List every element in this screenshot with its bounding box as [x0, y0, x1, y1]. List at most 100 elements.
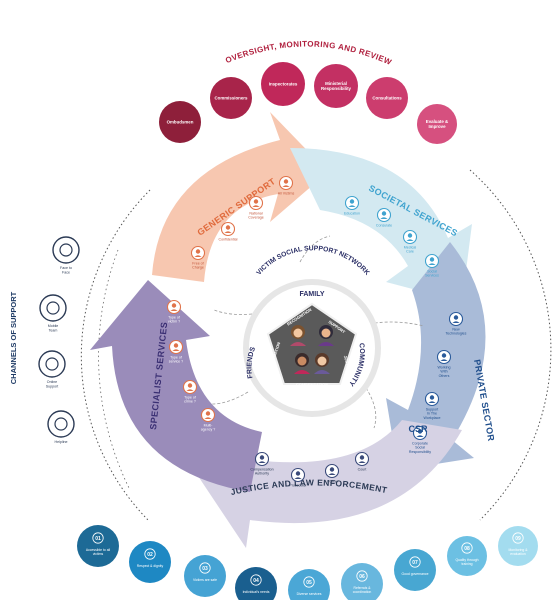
channel-item: Helpline	[47, 410, 75, 444]
center-label: COMPENSATION	[296, 382, 328, 387]
principle-circle	[184, 555, 226, 597]
channel-icon-glyph	[46, 301, 60, 315]
principle-number: 02	[147, 552, 153, 558]
channel-icon-glyph	[45, 357, 59, 371]
channels-title: CHANNELS OF SUPPORT	[9, 291, 18, 384]
principle-label: Good governance	[402, 572, 429, 576]
service-type-icon	[168, 339, 184, 355]
oversight-circle	[261, 62, 305, 106]
sector-item: Consulate	[376, 207, 392, 228]
friends-label: FRIENDS	[246, 346, 257, 379]
medical-icon	[402, 229, 418, 245]
car-icon	[39, 294, 67, 322]
sector-item-label: Confidential	[219, 238, 238, 242]
principle-label: Referrals &coordination	[353, 586, 372, 594]
confidential-icon	[220, 221, 236, 237]
principle-circle	[394, 549, 436, 591]
all-victims-icon	[278, 175, 294, 191]
team-icon	[436, 349, 452, 365]
oversight-body-label: Commissioners	[215, 96, 248, 101]
sector-item-label: Court	[358, 468, 367, 472]
principle-label: Individual's needs	[243, 590, 270, 594]
map-pin-icon	[248, 195, 264, 211]
oversight-body: Ombudsmen	[159, 101, 201, 143]
oversight-body-label: Inspectorates	[269, 82, 298, 87]
principle-circle	[341, 563, 383, 605]
victim-type-icon	[166, 299, 182, 315]
oversight-body: Evaluate &Improve	[417, 104, 457, 144]
principle-number: 09	[515, 536, 521, 542]
sector-item: Police	[324, 463, 340, 484]
crime-type-icon	[182, 379, 198, 395]
oversight-body-label: Ombudsmen	[167, 120, 194, 125]
face-to-face-icon	[52, 236, 80, 264]
principle-number-ring	[303, 576, 315, 588]
gavel-icon	[354, 451, 370, 467]
channel-icon-glyph	[54, 417, 68, 431]
oversight-circle	[159, 101, 201, 143]
center-pentagon	[266, 302, 358, 385]
sector-item-label: All Victims	[278, 192, 295, 196]
principle-number-ring	[250, 574, 262, 586]
principle-number-ring	[356, 570, 368, 582]
sector-item-label: Prosecutor	[289, 484, 307, 488]
sector-item-label: Education	[344, 212, 360, 216]
sector-item: All Victims	[278, 175, 295, 196]
principle-label: Victims are safe	[193, 578, 217, 582]
education-icon	[344, 195, 360, 211]
tablet-icon	[448, 311, 464, 327]
oversight-bodies: Ombudsmen Commissioners Inspectorates Minis…	[159, 62, 457, 144]
private-sector-title: PRIVATE SECTOR	[472, 359, 496, 443]
online-icon	[38, 350, 66, 378]
network-title: VICTIM SOCIAL SUPPORT NETWORK	[255, 245, 370, 277]
principle-number: 08	[464, 546, 470, 552]
sector-item-label: Consulate	[376, 224, 392, 228]
principle-number-ring	[409, 556, 421, 568]
oversight-body-label: Evaluate &Improve	[426, 119, 449, 129]
oversight-body: Consultations	[366, 77, 408, 119]
principle-circle	[498, 526, 538, 566]
principle-circle	[77, 525, 119, 567]
oversight-circle	[314, 64, 358, 108]
social-services-icon	[424, 253, 440, 269]
principle-number: 04	[253, 578, 259, 584]
people-icon	[290, 325, 334, 374]
oversight-body: Inspectorates	[261, 62, 305, 106]
family-label: FAMILY	[299, 291, 324, 298]
private-sector-arrow	[386, 242, 486, 470]
briefcase-icon	[290, 467, 306, 483]
phone-icon	[47, 410, 75, 438]
principle-number-ring	[199, 562, 211, 574]
sector-item: Education	[344, 195, 360, 216]
oversight-circle	[366, 77, 408, 119]
